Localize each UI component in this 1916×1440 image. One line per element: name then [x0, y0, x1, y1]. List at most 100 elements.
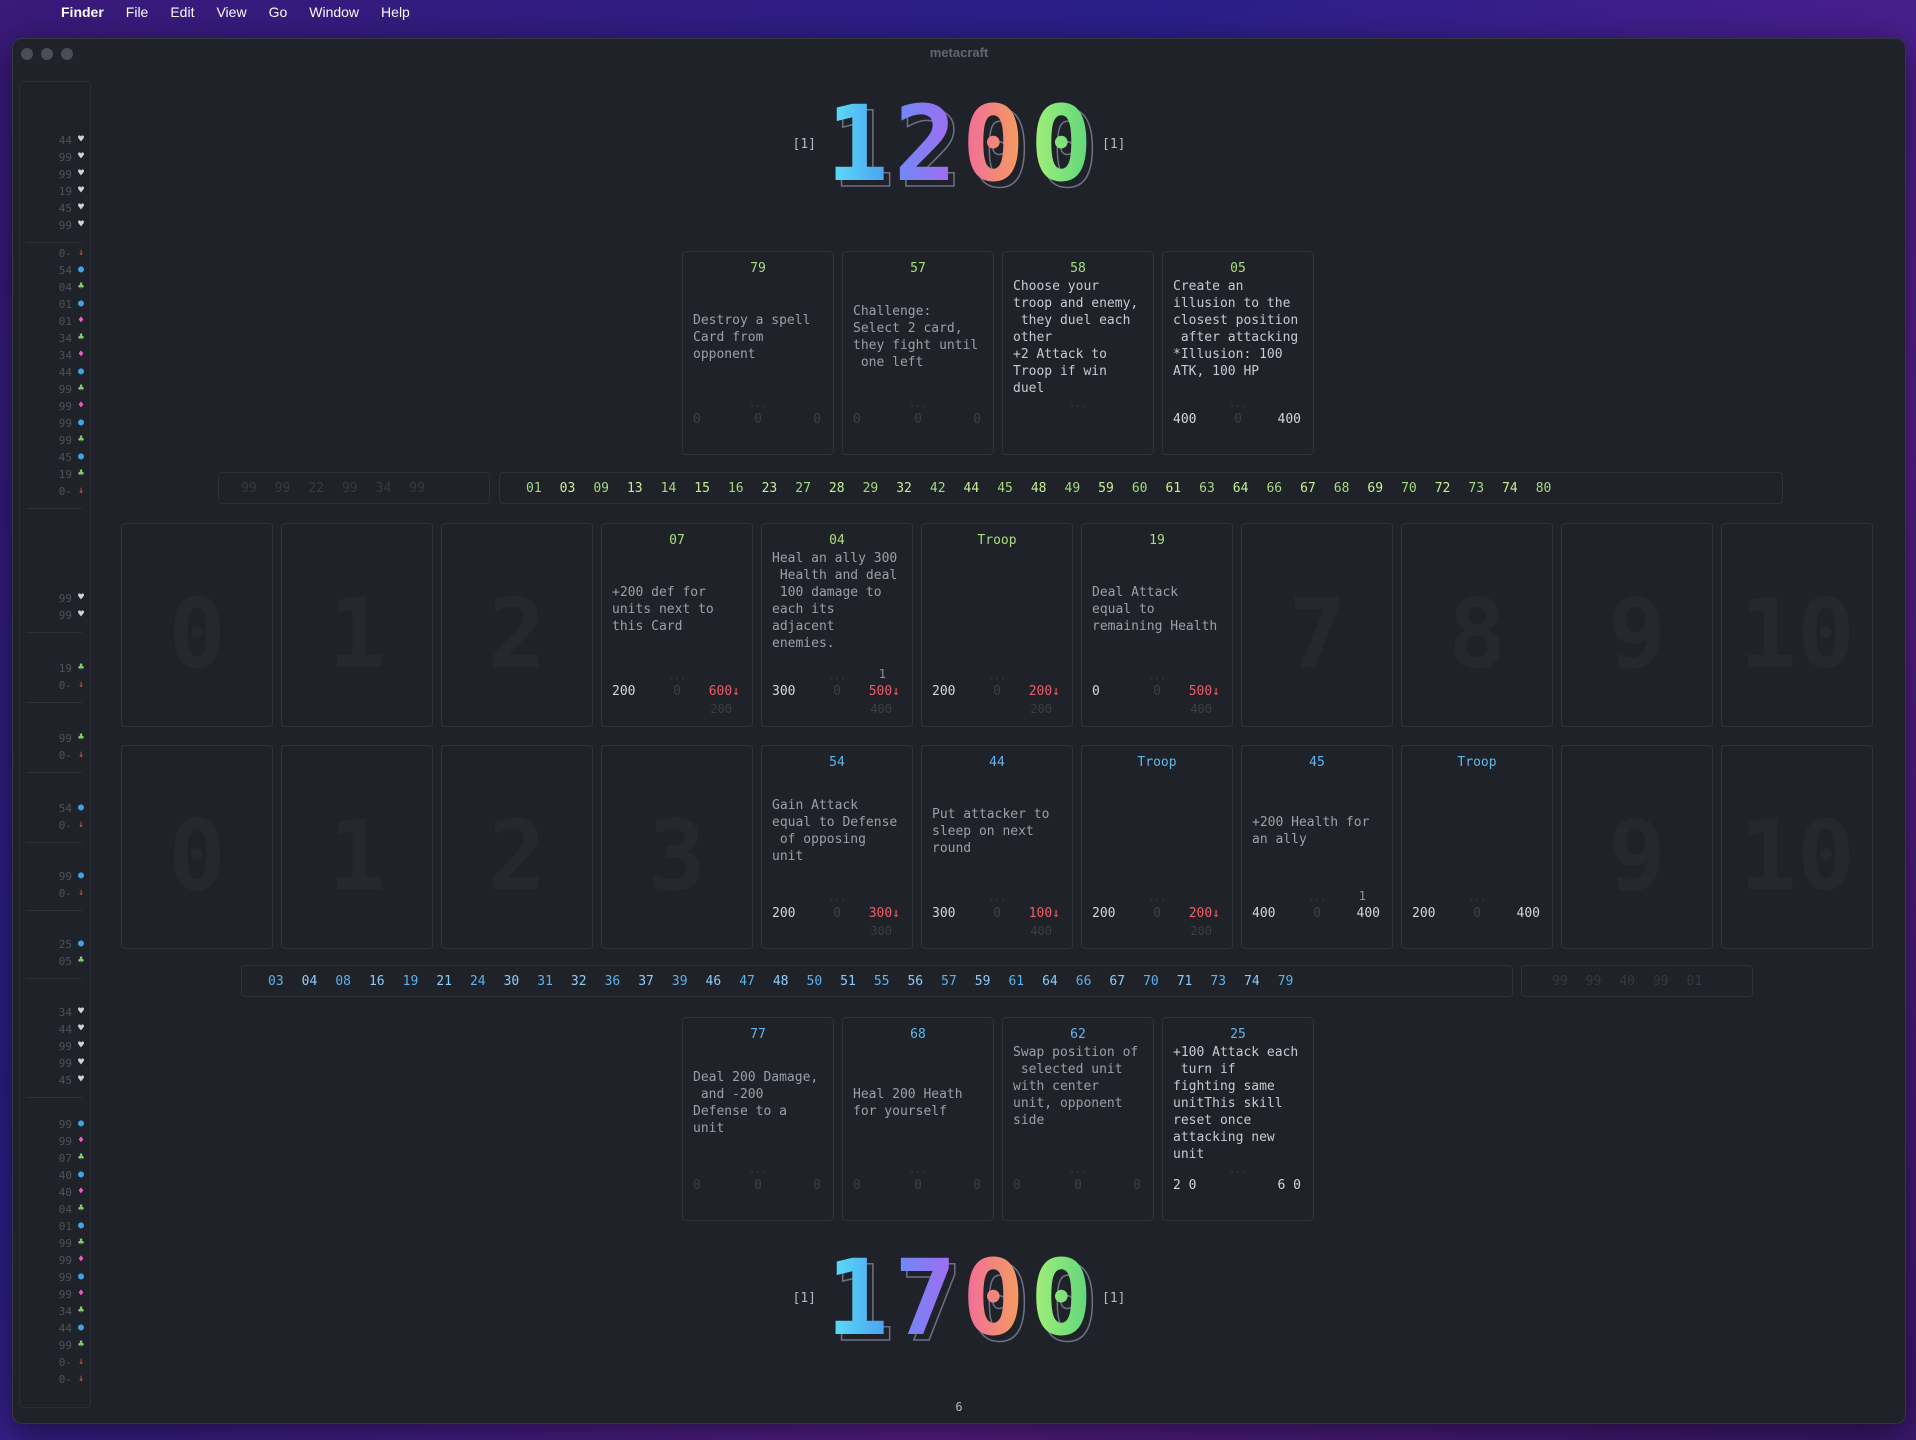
deck-card-number[interactable]: 03: [559, 481, 576, 496]
deck-card-number[interactable]: 13: [626, 481, 643, 496]
deck-card-number[interactable]: 03: [268, 974, 284, 989]
deck-card-number[interactable]: 09: [593, 481, 609, 496]
deck-card-number[interactable]: 28: [828, 481, 845, 496]
deck-card-number[interactable]: 72: [1434, 481, 1451, 496]
deck-card-number[interactable]: 74: [1502, 481, 1518, 496]
opponent-field-slot[interactable]: 2: [441, 523, 593, 727]
menu-view[interactable]: View: [216, 4, 247, 20]
deck-card-number[interactable]: 50: [806, 974, 823, 989]
deck-card-number[interactable]: 99: [274, 481, 291, 496]
deck-card-number[interactable]: 08: [335, 974, 351, 989]
deck-card-number[interactable]: 79: [1277, 974, 1294, 989]
player-field-slot[interactable]: 9: [1561, 745, 1713, 949]
deck-card-number[interactable]: 68: [1333, 481, 1350, 496]
deck-card-number[interactable]: 46: [705, 974, 722, 989]
deck-card-number[interactable]: 64: [1232, 481, 1249, 496]
deck-card-number[interactable]: 74: [1244, 974, 1260, 989]
deck-card-number[interactable]: 34: [375, 481, 392, 496]
zoom-window-button[interactable]: [61, 48, 73, 60]
menu-finder[interactable]: Finder: [61, 4, 104, 20]
player-field-slot[interactable]: 3: [601, 745, 753, 949]
deck-card-number[interactable]: 15: [694, 481, 710, 496]
deck-card-number[interactable]: 37: [638, 974, 654, 989]
deck-card-number[interactable]: 67: [1109, 974, 1126, 989]
deck-card-number[interactable]: 69: [1367, 481, 1384, 496]
deck-card-number[interactable]: 36: [604, 974, 621, 989]
player-field-slot[interactable]: 0: [121, 745, 273, 949]
deck-card-number[interactable]: 57: [941, 974, 957, 989]
opponent-field-slot[interactable]: 0: [121, 523, 273, 727]
deck-card-number[interactable]: 63: [1199, 481, 1215, 496]
deck-card-number[interactable]: 22: [308, 481, 324, 496]
deck-card-number[interactable]: 31: [537, 974, 553, 989]
deck-card-number[interactable]: 32: [570, 974, 587, 989]
deck-card-number[interactable]: 48: [1030, 481, 1047, 496]
deck-card-number[interactable]: 01: [1686, 974, 1703, 989]
deck-card-number[interactable]: 73: [1468, 481, 1485, 496]
deck-card-number[interactable]: 21: [436, 974, 452, 989]
deck-card-number[interactable]: 14: [660, 481, 677, 496]
deck-card-number[interactable]: 59: [974, 974, 991, 989]
deck-card-number[interactable]: 66: [1266, 481, 1283, 496]
deck-card-number[interactable]: 49: [1064, 481, 1081, 496]
deck-card-number[interactable]: 66: [1075, 974, 1092, 989]
deck-card-number[interactable]: 01: [526, 481, 542, 496]
deck-card-number[interactable]: 04: [301, 974, 318, 989]
deck-card-number[interactable]: 99: [1652, 974, 1669, 989]
player-field-slot[interactable]: 2: [441, 745, 593, 949]
player-field-slot[interactable]: 1: [281, 745, 433, 949]
menu-window[interactable]: Window: [309, 4, 360, 20]
deck-card-number[interactable]: 44: [963, 481, 980, 496]
menu-help[interactable]: Help: [381, 4, 410, 20]
deck-card-number[interactable]: 23: [761, 481, 778, 496]
menu-go[interactable]: Go: [268, 4, 288, 20]
minimize-window-button[interactable]: [41, 48, 53, 60]
close-window-button[interactable]: [21, 48, 33, 60]
deck-card-number[interactable]: 19: [402, 974, 419, 989]
opponent-field-slot[interactable]: 9: [1561, 523, 1713, 727]
deck-card-number[interactable]: 16: [368, 974, 385, 989]
deck-card-number[interactable]: 48: [772, 974, 789, 989]
deck-card-number[interactable]: 24: [469, 974, 486, 989]
deck-card-number[interactable]: 70: [1401, 481, 1417, 496]
deck-card-number[interactable]: 55: [873, 974, 890, 989]
deck-card-number[interactable]: 32: [896, 481, 912, 496]
player-hand-card[interactable]: 25+100 Attack each turn if fighting same…: [1162, 1017, 1314, 1221]
deck-card-number[interactable]: 71: [1176, 974, 1193, 989]
opponent-field-slot[interactable]: 1: [281, 523, 433, 727]
deck-card-number[interactable]: 70: [1143, 974, 1159, 989]
deck-card-number[interactable]: 40: [1619, 974, 1635, 989]
deck-card-number[interactable]: 64: [1042, 974, 1058, 989]
opponent-field-slot[interactable]: 8: [1401, 523, 1553, 727]
opponent-field-slot[interactable]: 07+200 def for units next to this Card..…: [601, 523, 753, 727]
deck-card-number[interactable]: 99: [241, 481, 257, 496]
deck-card-number[interactable]: 29: [862, 481, 879, 496]
deck-card-number[interactable]: 61: [1008, 974, 1025, 989]
deck-card-number[interactable]: 59: [1098, 481, 1114, 496]
deck-card-number[interactable]: 47: [739, 974, 755, 989]
menu-edit[interactable]: Edit: [170, 4, 195, 20]
deck-card-number[interactable]: 99: [1585, 974, 1602, 989]
deck-card-number[interactable]: 51: [840, 974, 856, 989]
deck-card-number[interactable]: 99: [1552, 974, 1568, 989]
deck-card-number[interactable]: 45: [997, 481, 1013, 496]
deck-card-number[interactable]: 56: [907, 974, 924, 989]
opponent-field-slot[interactable]: 7: [1241, 523, 1393, 727]
deck-card-number[interactable]: 30: [503, 974, 520, 989]
deck-card-number[interactable]: 67: [1300, 481, 1316, 496]
player-field-slot[interactable]: 10: [1721, 745, 1873, 949]
deck-card-number[interactable]: 99: [341, 481, 358, 496]
deck-card-number[interactable]: 16: [727, 481, 744, 496]
menu-file[interactable]: File: [125, 4, 149, 20]
